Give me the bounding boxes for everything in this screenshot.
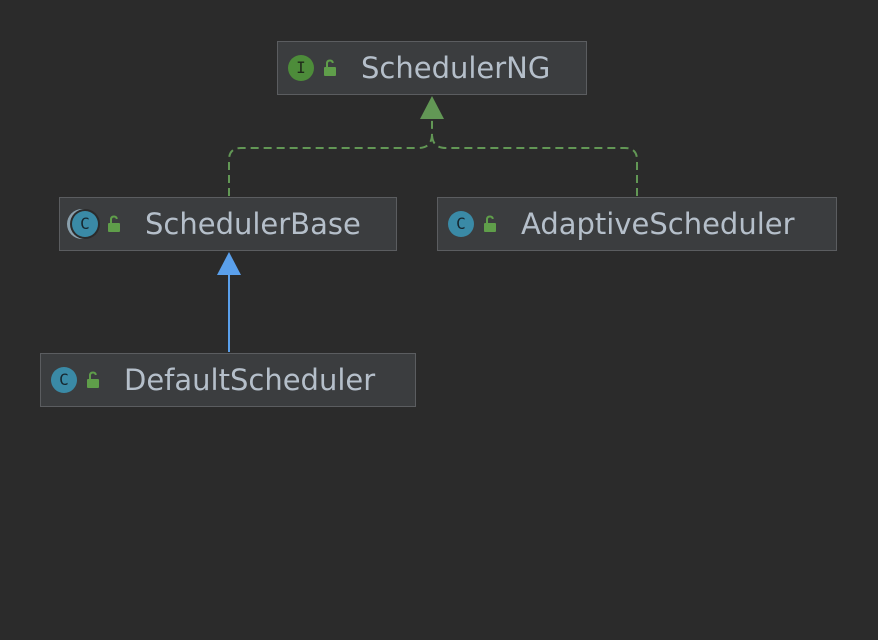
abstract-class-icon: C [72, 211, 98, 237]
node-label: AdaptiveScheduler [521, 207, 795, 241]
public-open-lock-icon [321, 59, 339, 77]
implements-arrowhead [420, 96, 444, 119]
node-label: SchedulerBase [145, 207, 361, 241]
node-schedulerbase[interactable]: C SchedulerBase [59, 197, 397, 251]
node-schedulerng[interactable]: I SchedulerNG [277, 41, 587, 95]
interface-icon: I [288, 55, 314, 81]
node-label: DefaultScheduler [124, 363, 376, 397]
edge-schedulerbase-implements-schedulerng [228, 118, 433, 196]
edge-adaptivescheduler-implements-schedulerng [431, 133, 638, 196]
node-defaultscheduler[interactable]: C DefaultScheduler [40, 353, 416, 407]
class-icon: C [51, 367, 77, 393]
public-open-lock-icon [105, 215, 123, 233]
node-adaptivescheduler[interactable]: C AdaptiveScheduler [437, 197, 837, 251]
node-label: SchedulerNG [361, 51, 551, 85]
public-open-lock-icon [84, 371, 102, 389]
class-icon: C [448, 211, 474, 237]
public-open-lock-icon [481, 215, 499, 233]
extends-arrowhead [217, 252, 241, 275]
